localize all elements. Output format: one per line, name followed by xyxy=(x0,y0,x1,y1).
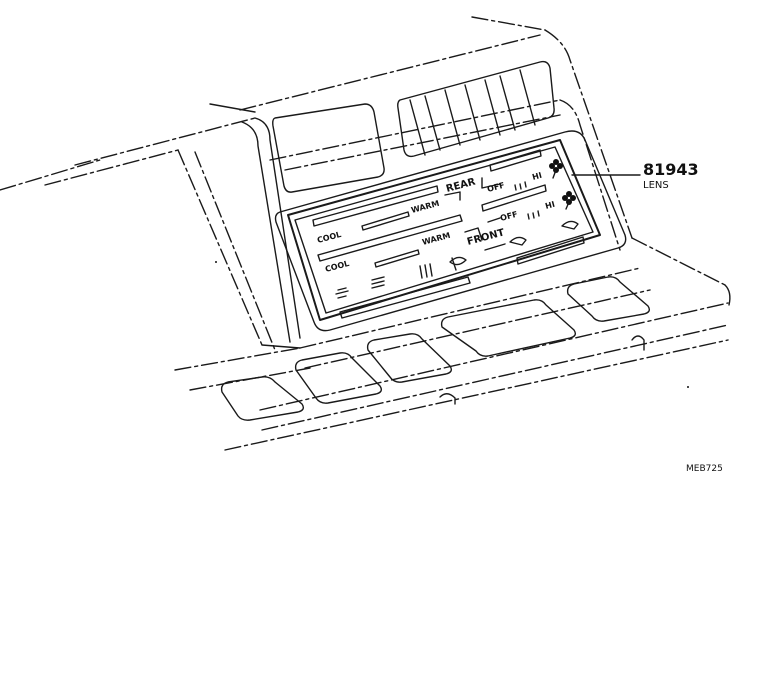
recirculate-icon xyxy=(561,220,579,230)
part-callout: 81943 LENS xyxy=(571,160,699,191)
rear-label: REAR xyxy=(445,176,477,194)
cool-label-1: COOL xyxy=(316,230,342,245)
hi-label-2: HI xyxy=(544,200,556,211)
part-name: LENS xyxy=(643,180,669,191)
fan-icon-rear xyxy=(549,159,563,179)
warm-label-1: WARM xyxy=(410,199,440,215)
gauge-window xyxy=(272,103,385,193)
fresh-air-icon xyxy=(509,236,527,246)
warm-label-2: WARM xyxy=(421,231,451,247)
fan-icon-front xyxy=(562,191,576,210)
vent-face-icon xyxy=(335,287,349,299)
lower-openings xyxy=(220,276,651,421)
part-number: 81943 xyxy=(643,160,699,179)
hi-label-1: HI xyxy=(531,171,543,182)
off-label-1: OFF xyxy=(486,181,505,194)
cool-label-2: COOL xyxy=(324,259,350,274)
off-label-2: OFF xyxy=(499,210,518,223)
upper-vents xyxy=(397,60,555,158)
dashboard-outline xyxy=(0,16,731,451)
defrost-icon xyxy=(449,256,467,271)
vent-floor-icon xyxy=(419,263,433,279)
diagram-code: MEB725 xyxy=(686,464,723,474)
control-panel-lens: REAR FRONT COOL WARM COOL WARM OFF HI OF… xyxy=(274,130,627,332)
vent-bilevel-icon xyxy=(371,276,385,289)
